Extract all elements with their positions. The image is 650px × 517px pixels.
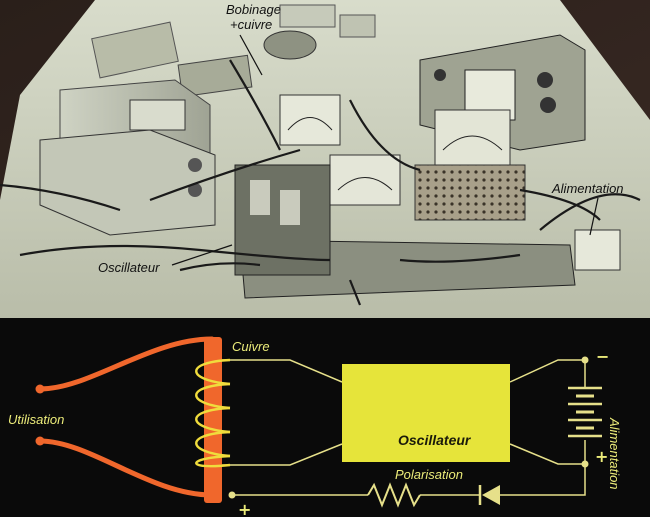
component-block	[339, 14, 376, 38]
coil-wires	[222, 359, 586, 496]
diagram-background	[0, 318, 650, 517]
tube	[250, 180, 270, 215]
battery-terminal-negative	[581, 356, 589, 364]
output-lead-top	[37, 336, 215, 392]
label-bobinage: Bobinage	[226, 2, 281, 17]
output-terminal-bottom	[35, 436, 45, 446]
instrument-panel	[129, 99, 186, 131]
tube	[280, 190, 300, 225]
knob	[434, 69, 446, 81]
power-supply	[574, 229, 621, 271]
minus-sign: −	[596, 347, 609, 366]
oscillator-box	[342, 364, 510, 462]
coil-assembly	[263, 30, 317, 60]
knob	[537, 72, 553, 88]
equipment-photo: Bobinage +cuivre Alimentation Oscillateu…	[0, 0, 650, 318]
meter	[279, 94, 341, 146]
label-alimentation-photo: Alimentation	[551, 181, 624, 196]
knob	[188, 183, 202, 197]
label-alimentation-diagram: Alimentation	[607, 417, 622, 490]
label-utilisation: Utilisation	[8, 412, 64, 427]
knob	[188, 158, 202, 172]
plus-sign-bottom: +	[238, 500, 251, 517]
plus-sign-battery: +	[595, 447, 608, 466]
knob	[540, 97, 556, 113]
copper-rod	[204, 337, 222, 503]
schematic-diagram: Oscillateur Cuivre Utilisation Polarisat…	[0, 318, 650, 517]
battery-symbol	[568, 386, 602, 438]
output-leads	[37, 336, 215, 498]
resistor-symbol	[367, 482, 421, 508]
cables	[0, 59, 641, 306]
circuit-board	[91, 21, 179, 79]
battery-terminal-positive	[581, 460, 589, 468]
label-polarisation: Polarisation	[395, 467, 463, 482]
component-block	[279, 4, 336, 28]
diode-symbol	[450, 485, 500, 505]
bias-terminal	[228, 491, 236, 499]
output-terminal-top	[35, 384, 45, 394]
label-cuivre-plus: +cuivre	[230, 17, 272, 32]
output-lead-bottom	[37, 438, 215, 498]
perforated-board	[414, 164, 526, 221]
oscillator-label: Oscillateur	[398, 432, 472, 448]
label-cuivre: Cuivre	[232, 339, 270, 354]
coil-winding	[195, 358, 231, 468]
label-oscillateur-photo: Oscillateur	[98, 260, 160, 275]
meter	[329, 154, 401, 206]
meter	[434, 109, 511, 166]
